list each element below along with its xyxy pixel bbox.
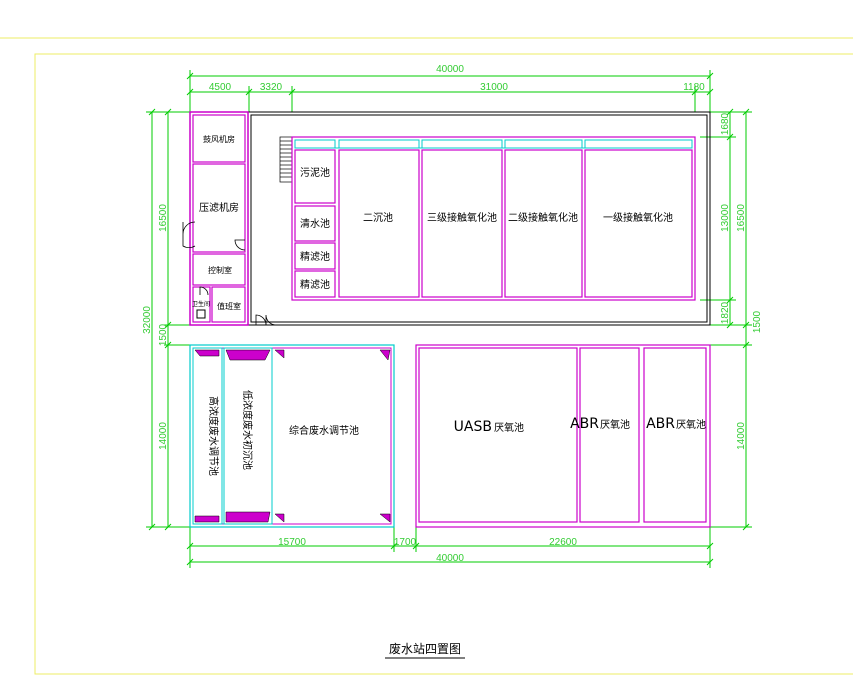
dim-right-outer: 16500 bbox=[736, 204, 747, 232]
drawing-title: 废水站四置图 bbox=[389, 641, 461, 656]
dim-right-bottom: 1820 bbox=[720, 301, 731, 324]
top-dimensions bbox=[186, 70, 714, 112]
upper-building-walls bbox=[189, 111, 711, 326]
label-press-filter-room: 压滤机房 bbox=[199, 201, 239, 214]
dim-left-total: 32000 bbox=[142, 306, 153, 334]
label-abr1-main: ABR bbox=[570, 416, 599, 432]
label-uasb-sub: 厌氧池 bbox=[494, 421, 524, 434]
left-dimensions bbox=[146, 108, 190, 531]
dim-top-total: 40000 bbox=[436, 64, 464, 75]
label-duty-room: 值班室 bbox=[217, 301, 241, 311]
label-uasb-tank: UASB 厌氧池 bbox=[454, 419, 524, 435]
dim-right-inner: 13000 bbox=[720, 204, 731, 232]
label-fine-filter-tank-2: 精滤池 bbox=[300, 278, 330, 291]
label-high-conc-regulating: 高浓度废水调节池 bbox=[207, 396, 220, 476]
label-sludge-tank: 污泥池 bbox=[300, 166, 330, 179]
label-contact-oxidation-2: 二级接触氧化池 bbox=[508, 211, 578, 224]
dim-left-lower: 14000 bbox=[158, 422, 169, 450]
dim-top-seg-4: 1180 bbox=[683, 82, 705, 93]
label-combined-regulating: 综合废水调节池 bbox=[289, 424, 359, 437]
label-contact-oxidation-3: 三级接触氧化池 bbox=[427, 211, 497, 224]
bottom-dimensions bbox=[186, 527, 714, 568]
dim-top-seg-1: 4500 bbox=[209, 82, 232, 93]
dim-bottom-seg-2: 1700 bbox=[394, 537, 417, 548]
drawing-frame bbox=[34, 53, 853, 675]
label-abr2-sub: 厌氧池 bbox=[676, 418, 706, 431]
label-abr1-sub: 厌氧池 bbox=[600, 418, 630, 431]
label-clear-water-tank: 清水池 bbox=[300, 217, 330, 230]
service-rooms bbox=[192, 114, 246, 323]
dim-right-gap: 1500 bbox=[752, 310, 763, 333]
label-secondary-settling: 二沉池 bbox=[363, 211, 393, 224]
stairs bbox=[279, 136, 293, 183]
dim-right-top: 1680 bbox=[720, 112, 731, 135]
dim-bottom-seg-3: 22600 bbox=[549, 537, 577, 548]
label-fine-filter-tank-1: 精滤池 bbox=[300, 250, 330, 263]
label-abr-tank-1: ABR 厌氧池 bbox=[570, 416, 630, 432]
dim-top-seg-2: 3320 bbox=[260, 82, 283, 93]
lower-left-tanks bbox=[189, 344, 395, 528]
label-toilet: 卫生间 bbox=[192, 300, 210, 308]
right-dimensions bbox=[700, 108, 752, 531]
dim-top-seg-3: 31000 bbox=[480, 82, 508, 93]
toilet-fixture bbox=[196, 309, 206, 319]
label-blower-room: 鼓风机房 bbox=[203, 134, 235, 144]
dim-bottom-seg-1: 15700 bbox=[278, 537, 306, 548]
dim-bottom-total: 40000 bbox=[436, 553, 464, 564]
label-control-room: 控制室 bbox=[208, 265, 232, 275]
tank-corner-pads bbox=[194, 349, 391, 523]
label-low-conc-settling: 低浓度废水初沉池 bbox=[241, 390, 254, 470]
dim-right-lower: 14000 bbox=[736, 422, 747, 450]
door-swings bbox=[182, 221, 277, 326]
label-abr2-main: ABR bbox=[646, 416, 675, 432]
upper-tank-block bbox=[291, 136, 696, 301]
dim-left-upper: 16500 bbox=[158, 204, 169, 232]
label-abr-tank-2: ABR 厌氧池 bbox=[646, 416, 706, 432]
lower-right-tanks bbox=[415, 344, 711, 528]
label-uasb-main: UASB bbox=[454, 419, 492, 435]
label-contact-oxidation-1: 一级接触氧化池 bbox=[603, 211, 673, 224]
dim-left-gap: 1500 bbox=[158, 323, 169, 346]
